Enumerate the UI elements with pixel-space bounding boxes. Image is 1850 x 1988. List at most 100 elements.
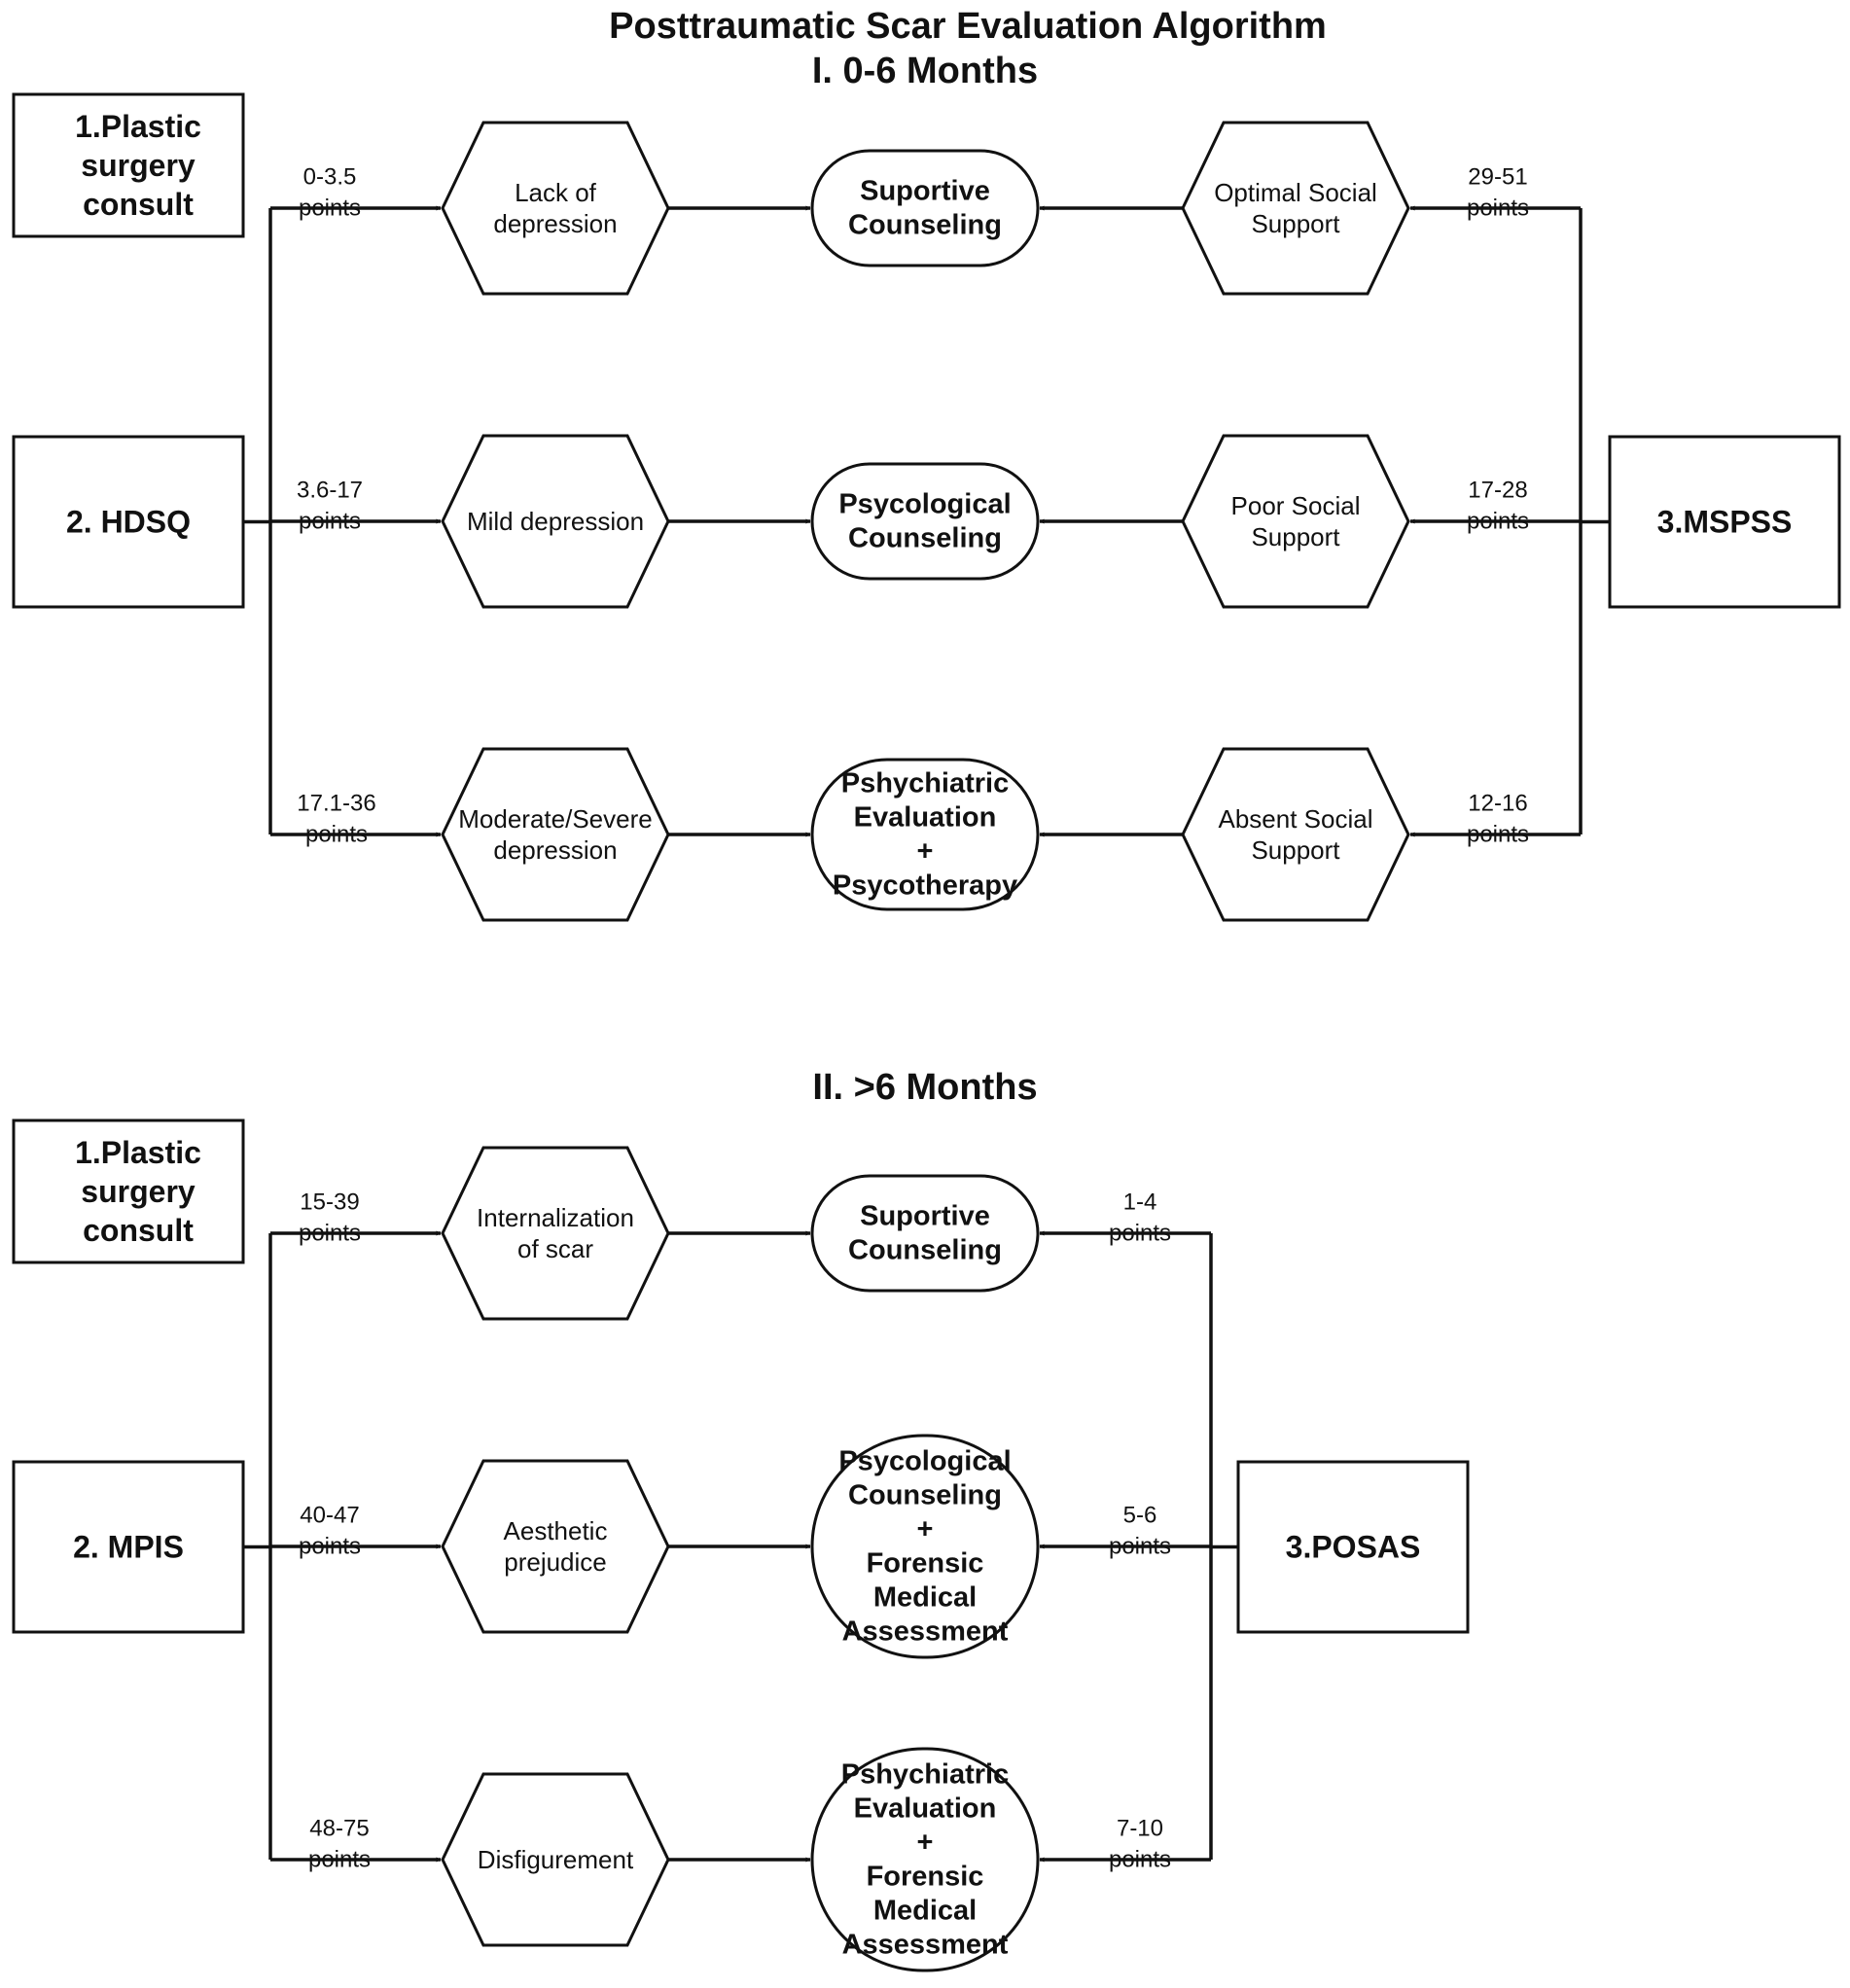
right-score-label: 7-10 points <box>1109 1816 1171 1873</box>
right-score-label-line: 5-6 <box>1123 1503 1157 1529</box>
left-score-label-line: points <box>299 195 361 222</box>
right-test-box <box>1236 1460 1470 1634</box>
outcome-label-line: + <box>917 1828 934 1859</box>
outcome-label: PsycologicalCounseling+ForensicMedicalAs… <box>838 1446 1011 1648</box>
left-state-label-line: Mild depression <box>467 507 644 536</box>
outcome-label-line: Forensic <box>867 1548 984 1580</box>
outcome-label-line: Evaluation <box>854 1793 997 1825</box>
left-score-label-line: 48-75 <box>309 1816 369 1842</box>
right-score-label-line: 1-4 <box>1123 1189 1157 1216</box>
plastic-surgery-consult-label-line: 1.Plastic <box>75 1135 201 1170</box>
plastic-surgery-consult-box <box>12 92 245 238</box>
outcome-label-line: Forensic <box>867 1862 984 1893</box>
left-state-label: Disfigurement <box>478 1845 634 1874</box>
right-score-label-line: points <box>1467 822 1529 848</box>
outcome-label-line: Medical <box>873 1582 977 1614</box>
section-heading: I. 0-6 Months <box>812 51 1038 91</box>
outcome-label-line: Psycotherapy <box>833 870 1017 902</box>
left-score-label-line: 17.1-36 <box>297 791 375 817</box>
outcome-label-line: Psycological <box>838 489 1011 520</box>
right-score-label-line: 12-16 <box>1468 791 1527 817</box>
left-score-label-line: points <box>299 1221 361 1247</box>
plastic-surgery-consult-label-line: consult <box>83 1213 194 1248</box>
left-test-box <box>12 1460 245 1634</box>
left-score-label: 3.6-17 points <box>297 478 363 535</box>
right-score-label-line: 7-10 <box>1117 1816 1163 1842</box>
right-state-label-line: Poor Social <box>1231 491 1361 520</box>
outcome-label-line: Suportive <box>860 1201 990 1232</box>
left-state-label-line: Moderate/Severe <box>458 804 652 834</box>
outcome-box <box>810 758 1040 911</box>
outcome-label-line: Assessment <box>842 1616 1009 1648</box>
right-state-label-line: Support <box>1251 522 1340 551</box>
left-state-label-line: Aesthetic <box>504 1516 608 1545</box>
left-score-label: 40-47 points <box>299 1503 361 1560</box>
right-score-label-line: 17-28 <box>1468 478 1527 504</box>
right-state-label-line: Optimal Social <box>1214 178 1377 207</box>
right-score-label-line: 29-51 <box>1468 164 1527 191</box>
left-score-label-line: points <box>299 1534 361 1560</box>
right-state-label-line: Support <box>1251 209 1340 238</box>
left-score-label-line: 3.6-17 <box>297 478 363 504</box>
section-heading: II. >6 Months <box>812 1067 1037 1108</box>
plastic-surgery-consult-box <box>12 1118 245 1264</box>
right-score-label: 12-16 points <box>1467 791 1529 848</box>
left-state-label-line: depression <box>493 835 617 865</box>
left-test-box <box>12 435 245 609</box>
right-score-label: 5-6 points <box>1109 1503 1171 1560</box>
outcome-label-line: Assessment <box>842 1930 1009 1961</box>
left-state-label-line: depression <box>493 209 617 238</box>
outcome-label-line: Evaluation <box>854 802 997 834</box>
left-state-hexagon <box>441 1146 670 1321</box>
outcome-label-line: Counseling <box>848 1235 1002 1266</box>
left-state-label-line: prejudice <box>504 1547 607 1577</box>
right-test-label: 3.MSPSS <box>1657 505 1793 540</box>
right-state-hexagon <box>1181 434 1410 609</box>
plastic-surgery-consult-label-line: 1.Plastic <box>75 109 201 144</box>
left-score-label: 15-39 points <box>299 1189 361 1247</box>
left-state-label: Mild depression <box>467 507 644 536</box>
left-test-label: 2. HDSQ <box>66 505 191 540</box>
right-score-label: 29-51 points <box>1467 164 1529 222</box>
outcome-label-line: Medical <box>873 1896 977 1927</box>
left-state-label-line: Disfigurement <box>478 1845 634 1874</box>
right-score-label-line: points <box>1467 195 1529 222</box>
right-test-label: 3.POSAS <box>1286 1530 1421 1565</box>
left-score-label-line: 15-39 <box>300 1189 359 1216</box>
plastic-surgery-consult-label-line: surgery <box>81 148 196 183</box>
left-score-label: 17.1-36 points <box>297 791 375 848</box>
left-score-label-line: points <box>305 822 368 848</box>
outcome-label-line: Pshychiatric <box>841 768 1009 799</box>
left-state-label-line: of scar <box>517 1234 593 1263</box>
left-score-label-line: 0-3.5 <box>303 164 357 191</box>
outcome-label-line: Suportive <box>860 176 990 207</box>
left-score-label-line: points <box>308 1847 371 1873</box>
left-score-label-line: 40-47 <box>300 1503 359 1529</box>
outcome-label-line: + <box>917 836 934 868</box>
plastic-surgery-consult-label-line: surgery <box>81 1174 196 1209</box>
left-score-label-line: points <box>299 509 361 535</box>
outcome-label-line: + <box>917 1514 934 1545</box>
outcome-label-line: Counseling <box>848 1480 1002 1511</box>
plastic-surgery-consult-label: 1.Plastic surgery consult <box>75 1135 201 1248</box>
right-score-label-line: points <box>1109 1847 1171 1873</box>
left-test-label: 2. MPIS <box>73 1530 184 1565</box>
left-score-label: 48-75 points <box>308 1816 371 1873</box>
outcome-label-line: Psycological <box>838 1446 1011 1477</box>
outcome-box <box>810 1174 1040 1293</box>
right-score-label-line: points <box>1467 509 1529 535</box>
right-score-label-line: points <box>1109 1534 1171 1560</box>
diagram-title: Posttraumatic Scar Evaluation Algorithm <box>609 6 1327 47</box>
left-state-label-line: Lack of <box>515 178 597 207</box>
left-score-label: 0-3.5 points <box>299 164 361 222</box>
